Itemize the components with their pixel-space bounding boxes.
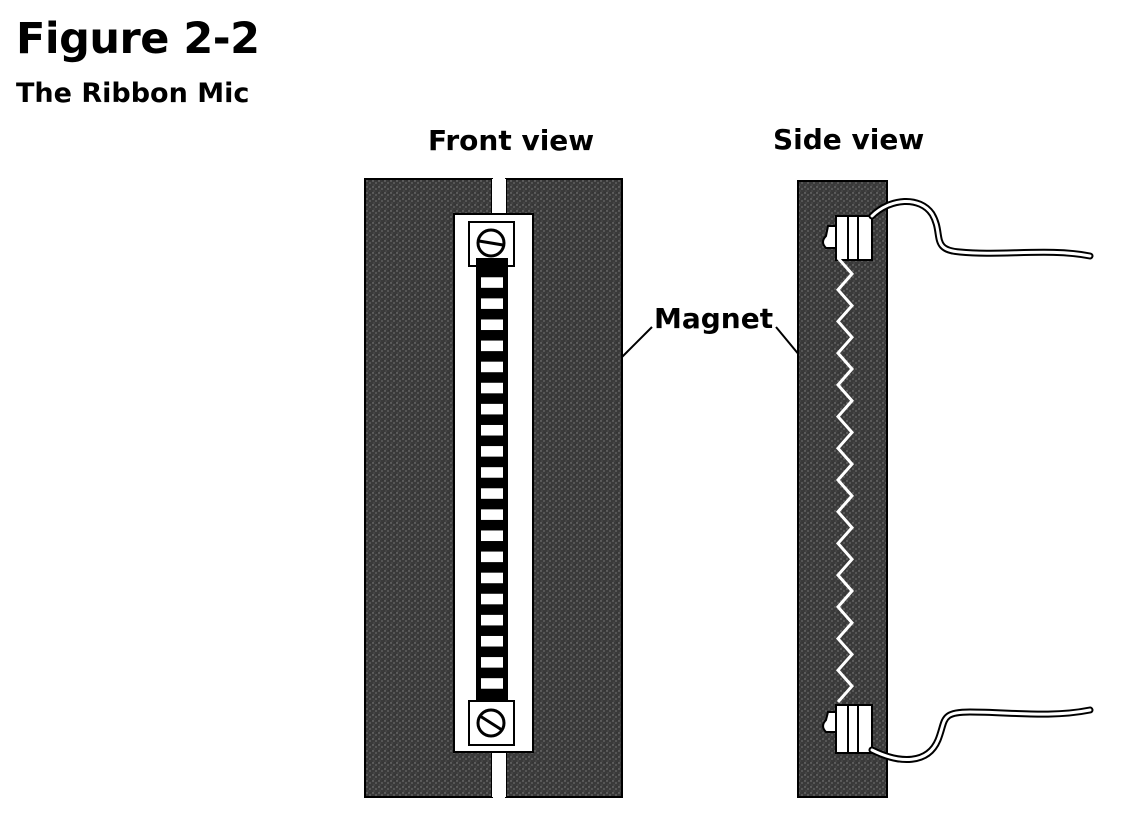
ribbon-segment [481, 509, 503, 520]
ribbon-segment [481, 572, 503, 584]
ribbon-segment [481, 593, 503, 605]
ribbon-segment [481, 424, 503, 436]
ribbon-body [476, 258, 508, 704]
ribbon-segment [481, 403, 503, 415]
ribbon-segment [481, 277, 503, 288]
ribbon-segment [481, 361, 503, 373]
side-view-label: Side view [773, 123, 925, 156]
front-view [364, 178, 623, 798]
ribbon-segment [481, 446, 503, 457]
side-ribbon-corrugated [835, 257, 855, 703]
ribbon-segment [481, 678, 503, 689]
ribbon-segment [481, 614, 503, 626]
side-view [797, 180, 1094, 798]
magnet-leader-front [621, 326, 653, 358]
ribbon-segment [481, 467, 503, 478]
ribbon-segment [481, 635, 503, 647]
ribbon-segment [481, 530, 503, 542]
ribbon-segment [481, 298, 503, 309]
figure-title: Figure 2-2 [16, 14, 260, 64]
front-view-label: Front view [428, 124, 595, 157]
magnet-leader-side [775, 326, 801, 357]
ribbon-segment [481, 319, 503, 331]
ribbon-segment [481, 382, 503, 394]
ribbon-segment [481, 488, 503, 499]
wire-bottom [868, 706, 1094, 763]
ribbon-segment [481, 551, 503, 563]
figure-subtitle: The Ribbon Mic [16, 78, 250, 109]
ribbon-segment [481, 340, 503, 352]
ribbon-segment [481, 657, 503, 668]
magnet-label: Magnet [654, 302, 774, 335]
wire-top [868, 198, 1094, 260]
ribbon-segments [481, 277, 503, 689]
